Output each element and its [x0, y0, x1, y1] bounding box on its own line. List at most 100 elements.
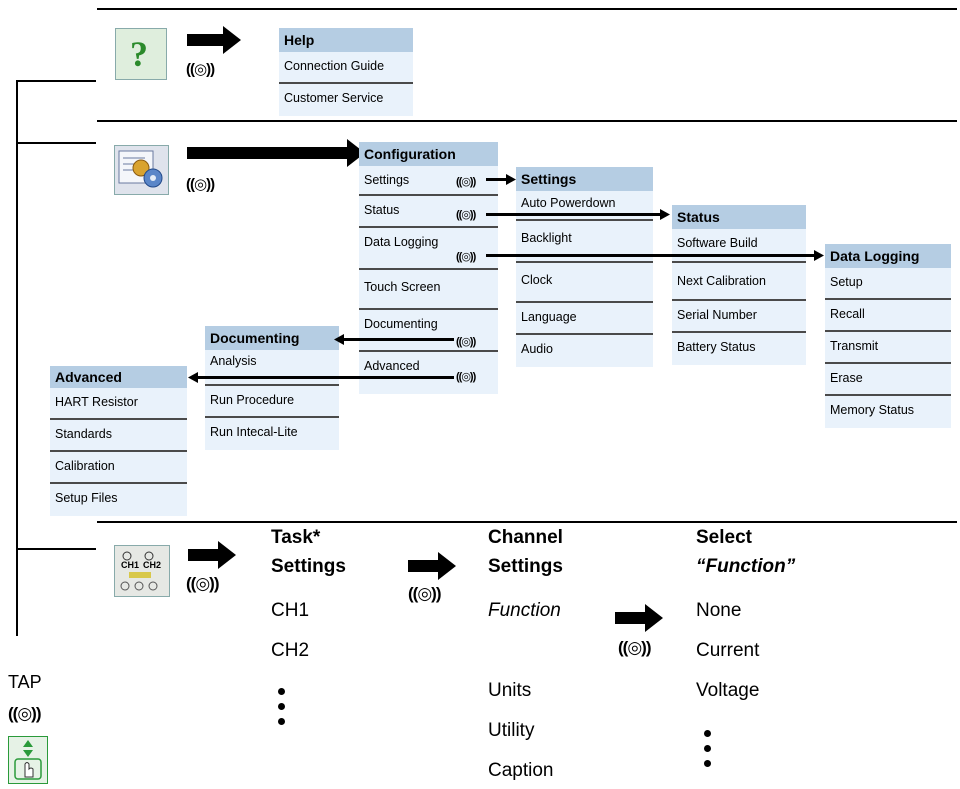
svg-text:CH1: CH1: [121, 560, 139, 570]
ellipsis-dot: [704, 745, 711, 752]
menu-item-connection-guide[interactable]: Connection Guide: [279, 52, 413, 84]
menu-item-run-procedure[interactable]: Run Procedure: [205, 386, 339, 418]
arrow-settings-connector: [486, 174, 516, 185]
menu-item-documenting[interactable]: Documenting: [359, 310, 498, 352]
settings-menu-title: Settings: [516, 167, 653, 191]
tap-symbol-icon: ((◎)): [8, 704, 41, 723]
tap-symbol-icon: ((◎)): [456, 209, 476, 221]
menu-item-clock[interactable]: Clock: [516, 263, 653, 303]
documenting-menu-title: Documenting: [205, 326, 339, 350]
gear-icon: [118, 150, 163, 188]
select-item-current[interactable]: Current: [696, 640, 760, 661]
select-function-title-line1: Select: [696, 527, 752, 548]
arrow-right-icon: [187, 139, 365, 167]
arrow-right-icon: [188, 541, 236, 569]
channel-settings-icon[interactable]: CH1 CH2: [114, 545, 170, 597]
menu-item-analysis[interactable]: Analysis: [205, 350, 339, 386]
ellipsis-dot: [278, 688, 285, 695]
arrow-status-connector: [486, 209, 670, 220]
channel-settings-title-line1: Channel: [488, 527, 563, 548]
menu-item-recall[interactable]: Recall: [825, 300, 951, 332]
menu-item-next-calibration[interactable]: Next Calibration: [672, 263, 806, 301]
ellipsis-dot: [278, 703, 285, 710]
documenting-menu: Documenting Analysis Run Procedure Run I…: [205, 326, 339, 450]
tap-symbol-icon: ((◎)): [618, 638, 651, 657]
ellipsis-dot: [704, 730, 711, 737]
configuration-icon[interactable]: [114, 145, 169, 195]
tree-trunk: [16, 80, 18, 636]
tap-symbol-icon: ((◎)): [456, 176, 476, 188]
channel-item-function[interactable]: Function: [488, 600, 561, 621]
configuration-menu: Configuration Settings Status Data Loggi…: [359, 142, 498, 394]
menu-item-battery-status[interactable]: Battery Status: [672, 333, 806, 365]
menu-item-hart-resistor[interactable]: HART Resistor: [50, 388, 187, 420]
menu-item-memory-status[interactable]: Memory Status: [825, 396, 951, 428]
menu-item-serial-number[interactable]: Serial Number: [672, 301, 806, 333]
tap-symbol-icon: ((◎)): [186, 176, 215, 193]
tree-branch-help: [16, 80, 96, 82]
channel-item-units[interactable]: Units: [488, 680, 532, 701]
tree-branch-task: [16, 548, 96, 550]
tap-symbol-icon: ((◎)): [186, 574, 219, 593]
menu-item-data-logging[interactable]: Data Logging: [359, 228, 498, 270]
advanced-menu: Advanced HART Resistor Standards Calibra…: [50, 366, 187, 516]
svg-text:CH2: CH2: [143, 560, 161, 570]
select-item-none[interactable]: None: [696, 600, 742, 621]
arrow-right-icon: [408, 552, 456, 580]
menu-item-software-build[interactable]: Software Build: [672, 229, 806, 263]
section-divider-top: [97, 8, 957, 10]
menu-item-standards[interactable]: Standards: [50, 420, 187, 452]
channel-item-utility[interactable]: Utility: [488, 720, 535, 741]
tap-symbol-icon: ((◎)): [456, 251, 476, 263]
menu-item-calibration[interactable]: Calibration: [50, 452, 187, 484]
data-logging-menu-title: Data Logging: [825, 244, 951, 268]
ellipsis-dot: [704, 760, 711, 767]
menu-item-touch-screen[interactable]: Touch Screen: [359, 270, 498, 310]
configuration-menu-title: Configuration: [359, 142, 498, 166]
help-icon[interactable]: ?: [115, 28, 167, 80]
tap-legend-label: TAP: [8, 672, 42, 692]
menu-item-status[interactable]: Status: [359, 196, 498, 228]
arrow-advanced-connector: [188, 372, 454, 383]
menu-item-setup-files[interactable]: Setup Files: [50, 484, 187, 516]
task-settings-title-line2: Settings: [271, 556, 346, 577]
arrow-right-icon: [187, 26, 241, 54]
tap-symbol-icon: ((◎)): [456, 371, 476, 383]
select-function-title-line2: “Function”: [696, 556, 796, 577]
menu-item-transmit[interactable]: Transmit: [825, 332, 951, 364]
hand-pointer-icon: [14, 740, 42, 780]
menu-item-advanced[interactable]: Advanced: [359, 352, 498, 394]
menu-item-language[interactable]: Language: [516, 303, 653, 335]
channels-icon: CH1 CH2: [120, 551, 161, 591]
help-menu-title: Help: [279, 28, 413, 52]
task-item-ch2[interactable]: CH2: [271, 640, 310, 661]
menu-item-customer-service[interactable]: Customer Service: [279, 84, 413, 116]
arrow-right-icon: [615, 604, 663, 632]
scroll-tap-icon[interactable]: [8, 736, 48, 784]
section-divider-task: [97, 521, 957, 523]
data-logging-menu: Data Logging Setup Recall Transmit Erase…: [825, 244, 951, 428]
menu-item-run-intecal-lite[interactable]: Run Intecal-Lite: [205, 418, 339, 450]
help-menu: Help Connection Guide Customer Service: [279, 28, 413, 116]
tree-branch-config: [16, 142, 96, 144]
menu-item-settings[interactable]: Settings: [359, 166, 498, 196]
task-item-ch1[interactable]: CH1: [271, 600, 310, 621]
channel-settings-title-line2: Settings: [488, 556, 563, 577]
tap-symbol-icon: ((◎)): [456, 336, 476, 348]
menu-item-erase[interactable]: Erase: [825, 364, 951, 396]
menu-item-audio[interactable]: Audio: [516, 335, 653, 367]
channel-item-caption[interactable]: Caption: [488, 760, 554, 781]
arrow-documenting-connector: [334, 334, 454, 345]
question-mark-icon: ?: [130, 34, 148, 74]
tap-symbol-icon: ((◎)): [408, 584, 441, 603]
status-menu-title: Status: [672, 205, 806, 229]
arrow-data-logging-connector: [486, 250, 824, 261]
advanced-menu-title: Advanced: [50, 366, 187, 388]
ellipsis-dot: [278, 718, 285, 725]
tap-symbol-icon: ((◎)): [186, 61, 215, 78]
status-menu: Status Software Build Next Calibration S…: [672, 205, 806, 365]
menu-item-setup[interactable]: Setup: [825, 268, 951, 300]
section-divider-config: [97, 120, 957, 122]
select-item-voltage[interactable]: Voltage: [696, 680, 760, 701]
